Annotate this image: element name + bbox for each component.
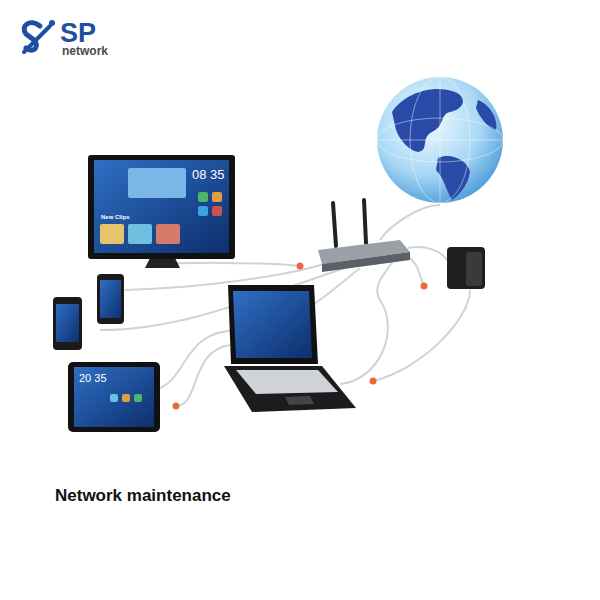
meridian — [440, 77, 441, 203]
wire — [373, 290, 470, 381]
globe — [377, 77, 503, 203]
plug — [421, 283, 428, 290]
plug — [173, 403, 180, 410]
plug — [297, 263, 304, 270]
adapter-body — [447, 247, 485, 289]
tablet — [68, 362, 160, 432]
screen-clock: 20 35 — [79, 373, 107, 384]
laptop-touchpad — [285, 396, 314, 405]
logo-slash — [24, 26, 50, 52]
tv-tile — [128, 168, 186, 198]
wire — [340, 262, 392, 384]
wire — [408, 247, 447, 260]
tv-icon — [212, 192, 222, 202]
laptop-keyboard — [236, 370, 338, 394]
phone — [53, 297, 82, 350]
caption-text: Network maintenance — [55, 487, 231, 504]
laptop-lid — [228, 285, 318, 364]
tv-tile — [156, 224, 180, 244]
tv-screen — [94, 160, 229, 253]
continent — [392, 89, 463, 152]
antenna — [333, 203, 336, 246]
tv-icon — [212, 206, 222, 216]
logo-dot — [49, 20, 55, 26]
screen-heading: New Clips — [101, 214, 130, 220]
tv-stand — [145, 258, 180, 268]
logo-subtext: network — [62, 45, 108, 57]
phone — [97, 274, 124, 324]
wire — [176, 345, 230, 406]
tv-frame — [88, 155, 235, 259]
globe-grid — [377, 77, 503, 203]
tablet-icon — [134, 394, 142, 402]
tv-icon — [198, 192, 208, 202]
plug — [370, 378, 377, 385]
router — [318, 200, 410, 272]
laptop-base — [224, 366, 356, 412]
phone-body — [53, 297, 82, 350]
adapter-face — [466, 252, 482, 286]
tv-tile — [128, 224, 152, 244]
phone-screen — [100, 280, 121, 318]
screen-clock: 08 35 — [192, 168, 225, 181]
router-front — [322, 252, 410, 272]
continent — [436, 156, 470, 200]
phone-screen — [56, 304, 79, 342]
laptop-screen — [233, 291, 312, 358]
logo-icon — [24, 20, 55, 52]
antenna — [364, 200, 366, 243]
laptop — [224, 285, 356, 412]
phone-body — [97, 274, 124, 324]
tablet-icon — [110, 394, 118, 402]
wire-plugs — [157, 262, 428, 410]
tv-icon — [198, 206, 208, 216]
tablet-icon — [122, 394, 130, 402]
tv — [88, 155, 235, 268]
wire — [380, 205, 440, 240]
adapter-box — [447, 247, 485, 289]
logo-text: SP — [60, 20, 96, 47]
tablet-body — [68, 362, 160, 432]
tablet-screen — [74, 367, 154, 427]
wire — [160, 263, 300, 266]
tv-tile — [100, 224, 124, 244]
globe-sphere — [377, 77, 503, 203]
